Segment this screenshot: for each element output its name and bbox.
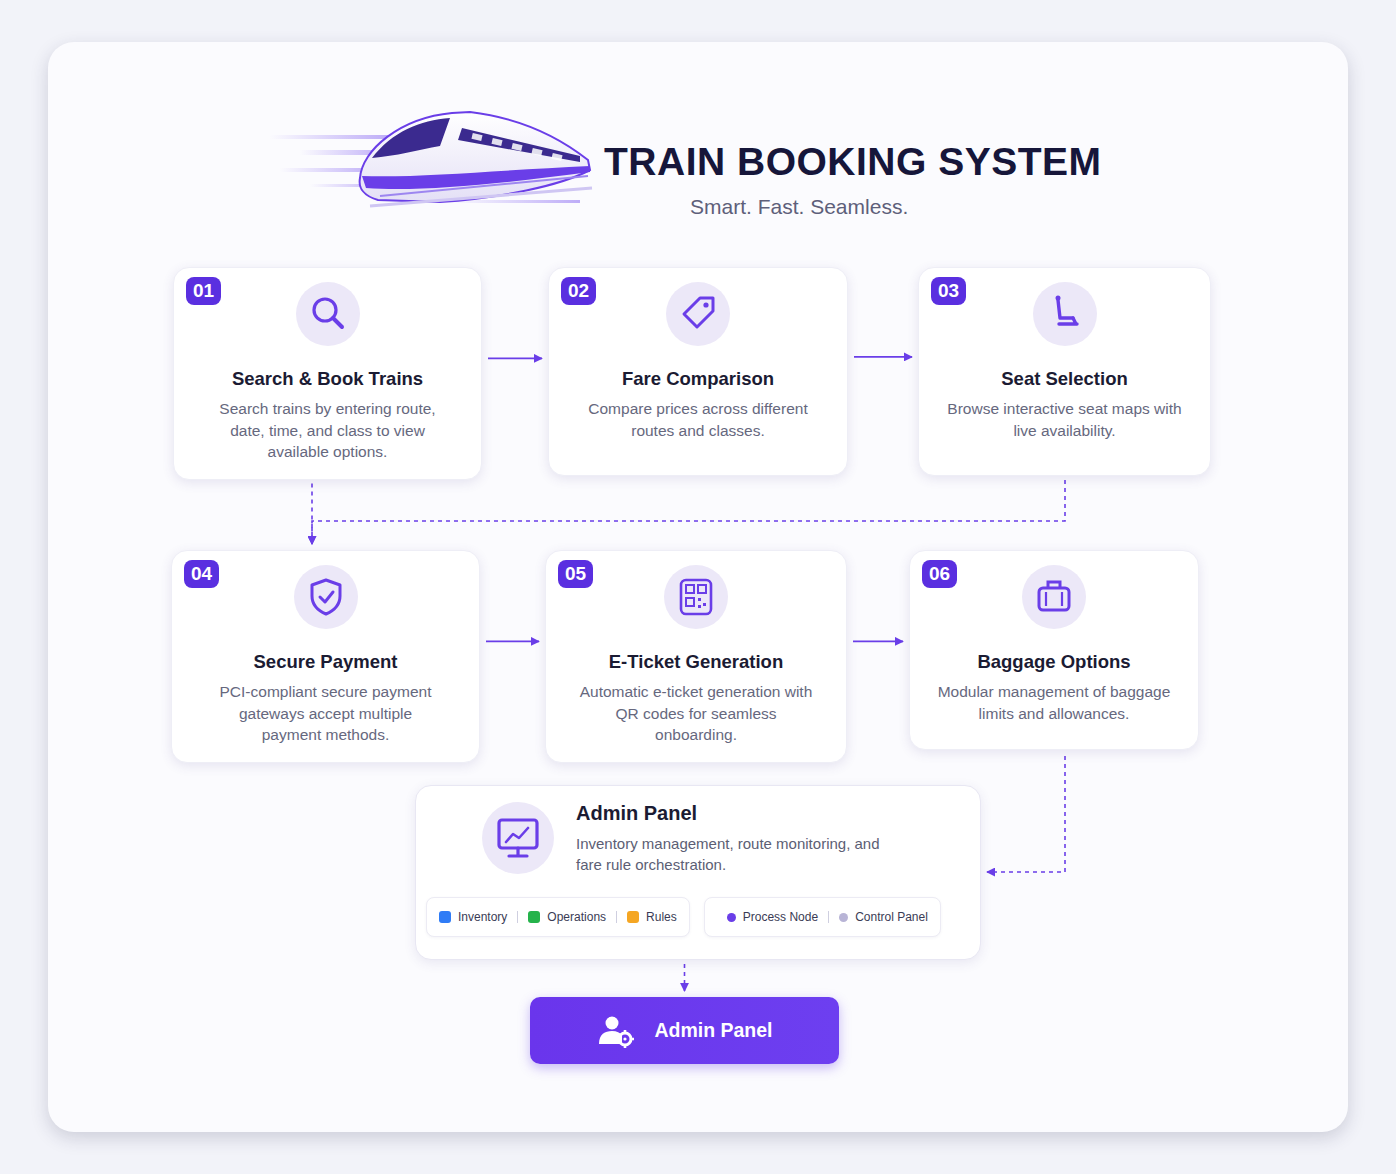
icon-circle xyxy=(1033,282,1097,346)
step-badge: 06 xyxy=(922,560,957,588)
dashed-connector xyxy=(684,964,686,991)
dashed-connector xyxy=(987,756,1065,872)
process-card: Seat SelectionBrowse interactive seat ma… xyxy=(918,267,1211,476)
legend-text: Rules xyxy=(646,910,677,924)
legend-item: Process Node xyxy=(727,910,818,924)
card-heading: Search & Book Trains xyxy=(190,368,465,390)
card-heading: Secure Payment xyxy=(188,651,463,673)
card-description: Browse interactive seat maps with live a… xyxy=(947,398,1183,441)
card-description: Compare prices across different routes a… xyxy=(580,398,816,441)
step-badge: 02 xyxy=(561,277,596,305)
icon-circle xyxy=(482,802,554,874)
step-icon xyxy=(666,282,730,346)
legend-text: Control Panel xyxy=(855,910,928,924)
card-description: Automatic e-ticket generation with QR co… xyxy=(578,681,814,746)
button-label: Admin Panel xyxy=(654,1019,772,1042)
step-number: 06 xyxy=(929,563,950,585)
card-description: PCI-compliant secure payment gateways ac… xyxy=(208,681,444,746)
step-number: 01 xyxy=(193,280,214,302)
diagram-title: TRAIN BOOKING SYSTEM xyxy=(604,140,1102,184)
legend-text: Process Node xyxy=(743,910,818,924)
process-card: Secure PaymentPCI-compliant secure payme… xyxy=(171,550,480,763)
step-badge: 01 xyxy=(186,277,221,305)
legend-item: Inventory xyxy=(439,910,507,924)
step-number: 04 xyxy=(191,563,212,585)
legend-separator xyxy=(828,911,829,923)
process-card: Fare ComparisonCompare prices across dif… xyxy=(548,267,848,476)
card-heading: E-Ticket Generation xyxy=(562,651,830,673)
card-description: Inventory management, route monitoring, … xyxy=(576,833,896,875)
legend-text: Inventory xyxy=(458,910,507,924)
step-number: 03 xyxy=(938,280,959,302)
monitor-icon xyxy=(482,802,554,874)
card-heading: Fare Comparison xyxy=(565,368,831,390)
icon-circle xyxy=(1022,565,1086,629)
dashed-connector xyxy=(312,480,1065,544)
step-badge: 04 xyxy=(184,560,219,588)
legend-item: Rules xyxy=(627,910,677,924)
step-icon xyxy=(664,565,728,629)
step-badge: 03 xyxy=(931,277,966,305)
step-icon xyxy=(1033,282,1097,346)
diagram-caption: Smart. Fast. Seamless. xyxy=(690,195,908,219)
legend-swatch xyxy=(439,911,451,923)
flow-arrow xyxy=(854,356,912,358)
admin-button: Admin Panel xyxy=(530,997,839,1064)
card-description: Search trains by entering route, date, t… xyxy=(210,398,446,463)
legend-swatch xyxy=(727,913,736,922)
icon-circle xyxy=(294,565,358,629)
legend-item: Operations xyxy=(528,910,606,924)
card-heading: Admin Panel xyxy=(576,802,968,825)
legend-swatch xyxy=(528,911,540,923)
step-number: 05 xyxy=(565,563,586,585)
icon-circle xyxy=(666,282,730,346)
card-description: Modular management of baggage limits and… xyxy=(936,681,1172,724)
step-icon xyxy=(1022,565,1086,629)
step-badge: 05 xyxy=(558,560,593,588)
legend-text: Operations xyxy=(547,910,606,924)
card-heading: Baggage Options xyxy=(926,651,1182,673)
user-gear-icon xyxy=(596,1012,636,1050)
legend-swatch xyxy=(839,913,848,922)
process-card: E-Ticket GenerationAutomatic e-ticket ge… xyxy=(545,550,847,763)
step-number: 02 xyxy=(568,280,589,302)
process-card: Search & Book TrainsSearch trains by ent… xyxy=(173,267,482,480)
process-card: Baggage OptionsModular management of bag… xyxy=(909,550,1199,750)
icon-circle xyxy=(296,282,360,346)
step-icon xyxy=(296,282,360,346)
admin-panel-card: Admin PanelInventory management, route m… xyxy=(415,785,981,960)
legend-item: Control Panel xyxy=(839,910,928,924)
legend-group: Inventory Operations Rules xyxy=(426,897,690,937)
flow-arrow xyxy=(853,641,903,643)
legend-swatch xyxy=(627,911,639,923)
legend-group: Process Node Control Panel xyxy=(704,897,941,937)
legend: Inventory Operations Rules Process Node Cont… xyxy=(426,897,968,937)
icon-circle xyxy=(664,565,728,629)
card-heading: Seat Selection xyxy=(935,368,1194,390)
flow-arrow xyxy=(486,641,539,643)
dashed-connector xyxy=(311,484,313,545)
legend-separator xyxy=(616,911,617,923)
step-icon xyxy=(294,565,358,629)
legend-separator xyxy=(517,911,518,923)
flow-arrow xyxy=(488,357,542,359)
